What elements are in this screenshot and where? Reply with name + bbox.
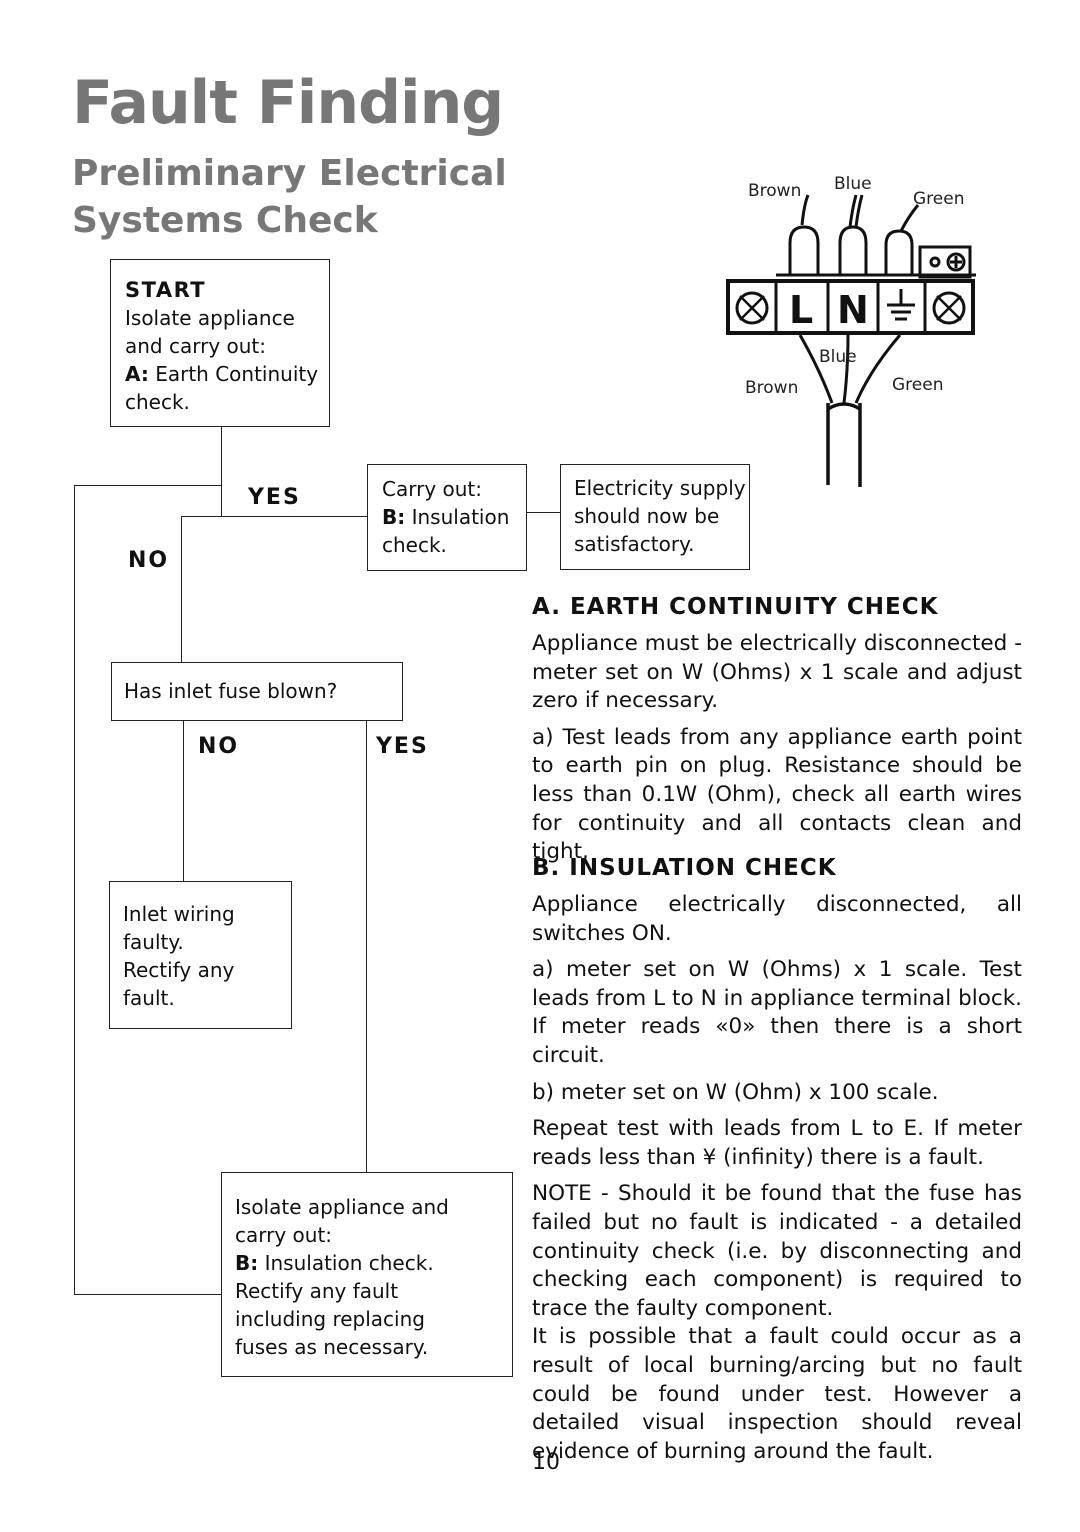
supply-ok-line-3: satisfactory. xyxy=(574,532,695,556)
earth-symbol-icon xyxy=(887,289,915,321)
start-line-1: Isolate appliance xyxy=(125,306,295,330)
isolate-line-1: Isolate appliance and xyxy=(235,1195,449,1219)
subtitle-line-1: Preliminary Electrical xyxy=(72,153,507,194)
isolate-line-3: B: Insulation check. xyxy=(235,1249,512,1277)
page-title: Fault Finding xyxy=(72,68,504,138)
start-line-4: check. xyxy=(125,390,190,414)
carry-out-line-2-rest: Insulation xyxy=(405,505,510,529)
connector-carry-to-supply xyxy=(527,512,560,513)
start-line-3-prefix: A: xyxy=(125,362,149,386)
start-heading: START xyxy=(125,278,207,302)
inlet-line-4: fault. xyxy=(123,986,175,1010)
bottom-brown-label: Brown xyxy=(745,378,798,398)
carry-out-line-1: Carry out: xyxy=(382,477,482,501)
supply-ok-box: Electricity supply should now be satisfa… xyxy=(560,464,750,570)
isolate-line-3-rest: Insulation check. xyxy=(258,1251,434,1275)
insulation-section: B. INSULATION CHECK Appliance electrical… xyxy=(532,855,1022,1466)
yes-label-2: YES xyxy=(376,734,429,759)
isolate-line-4: Rectify any fault xyxy=(235,1279,399,1303)
earth-heading: A. EARTH CONTINUITY CHECK xyxy=(532,594,939,620)
earth-continuity-section: A. EARTH CONTINUITY CHECK Appliance must… xyxy=(532,594,1022,875)
inlet-line-3: Rectify any xyxy=(123,958,235,982)
bottom-blue-label: Blue xyxy=(819,347,857,367)
earth-paragraph-1: Appliance must be electrically disconnec… xyxy=(532,631,1022,714)
connector-left-top xyxy=(74,485,221,486)
subtitle-line-2: Systems Check xyxy=(72,200,378,241)
carry-out-box: Carry out: B: Insulation check. xyxy=(367,464,527,571)
insulation-heading: B. INSULATION CHECK xyxy=(532,855,837,881)
wire-connectors xyxy=(776,225,976,279)
connector-yes-to-carry-out xyxy=(181,516,368,517)
connector-no-to-inlet xyxy=(183,721,184,882)
supply-ok-line-2: should now be xyxy=(574,504,720,528)
inlet-line-1: Inlet wiring xyxy=(123,902,235,926)
isolate-box: Isolate appliance and carry out: B: Insu… xyxy=(221,1172,513,1377)
no-label-2: NO xyxy=(198,734,240,759)
yes-label-1: YES xyxy=(248,485,301,510)
neutral-terminal-letter: N xyxy=(837,288,869,332)
connector-to-fuse xyxy=(181,516,182,662)
terminal-block-diagram: Brown Blue Green L N xyxy=(726,174,976,487)
connector-left-bottom xyxy=(74,1294,221,1295)
fuse-question-text: Has inlet fuse blown? xyxy=(124,679,338,703)
top-green-label: Green xyxy=(913,189,964,209)
start-box: START Isolate appliance and carry out: A… xyxy=(110,259,330,427)
isolate-line-6: fuses as necessary. xyxy=(235,1335,429,1359)
earth-paragraph-2: a) Test leads from any appliance earth p… xyxy=(532,724,1022,865)
bottom-green-label: Green xyxy=(892,375,943,395)
insulation-paragraph-4: Repeat test with leads from L to E. If m… xyxy=(532,1116,1022,1170)
no-label-1: NO xyxy=(128,548,170,573)
mains-cable xyxy=(826,402,862,487)
connector-yes-to-isolate xyxy=(366,721,367,1173)
isolate-line-5: including replacing xyxy=(235,1307,425,1331)
start-line-3: A: Earth Continuity xyxy=(125,360,329,388)
insulation-paragraph-3: b) meter set on W (Ohm) x 100 scale. xyxy=(532,1079,939,1105)
carry-out-line-3: check. xyxy=(382,533,447,557)
note-paragraph-2: It is possible that a fault could occur … xyxy=(532,1324,1022,1464)
supply-ok-line-1: Electricity supply xyxy=(574,476,746,500)
carry-out-line-2-prefix: B: xyxy=(382,505,406,529)
top-blue-label: Blue xyxy=(834,174,872,194)
page-number: 10 xyxy=(532,1450,560,1475)
bottom-wires xyxy=(798,334,902,404)
inlet-line-2: faulty. xyxy=(123,930,184,954)
top-brown-label: Brown xyxy=(748,181,801,201)
page-subtitle: Preliminary Electrical Systems Check xyxy=(72,150,532,244)
connector-start-down xyxy=(221,427,222,517)
fuse-question-box: Has inlet fuse blown? xyxy=(111,662,403,721)
insulation-paragraph-2: a) meter set on W (Ohms) x 1 scale. Test… xyxy=(532,957,1022,1068)
connector-left-down xyxy=(74,485,75,1295)
start-line-3-rest: Earth Continuity xyxy=(148,362,319,386)
inlet-wiring-box: Inlet wiring faulty. Rectify any fault. xyxy=(109,881,292,1029)
isolate-line-3-prefix: B: xyxy=(235,1251,259,1275)
isolate-line-2: carry out: xyxy=(235,1223,333,1247)
insulation-paragraph-1: Appliance electrically disconnected, all… xyxy=(532,892,1022,946)
start-line-2: and carry out: xyxy=(125,334,267,358)
carry-out-line-2: B: Insulation xyxy=(382,503,526,531)
terminal-block: L N xyxy=(726,279,975,335)
note-paragraph-1: NOTE - Should it be found that the fuse … xyxy=(532,1181,1022,1321)
live-terminal-letter: L xyxy=(789,288,813,332)
